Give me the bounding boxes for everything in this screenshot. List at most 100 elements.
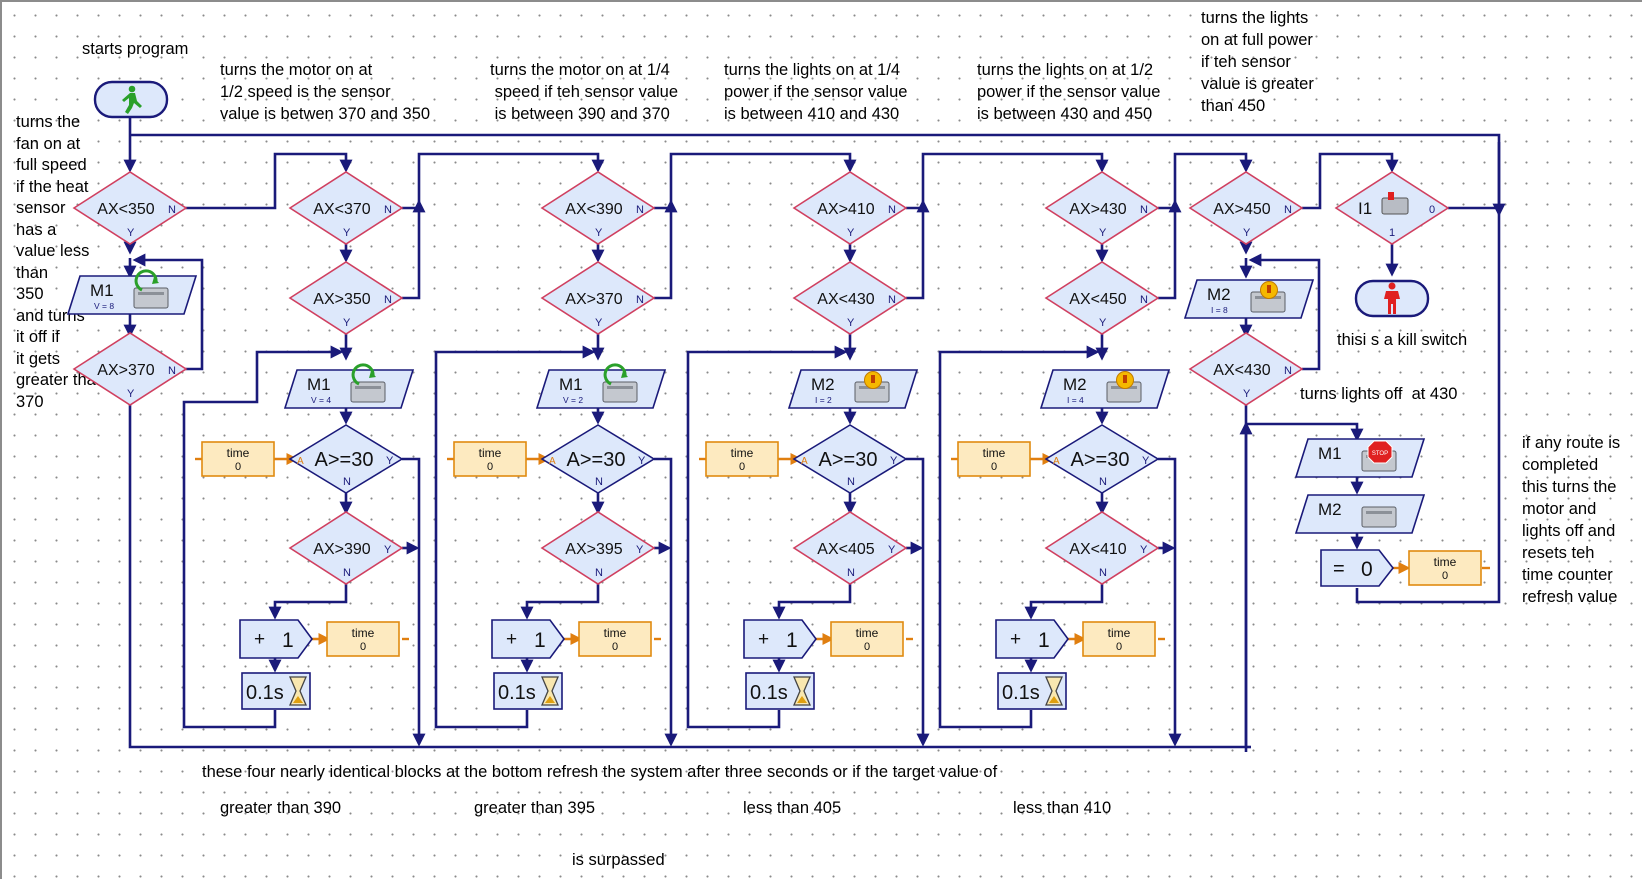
increment-op[interactable]: +1 [491,619,565,659]
decision-axlt430-label: AX<430 [1213,362,1270,379]
wait-block[interactable]: 0.1s [997,672,1067,710]
decision-axlt405-label: AX<405 [817,541,874,558]
decision-axgt370-label: AX>370 [97,362,154,379]
branch-label: N [847,567,855,579]
variable-value: 0 [991,461,997,473]
output-value: I = 8 [1211,305,1228,315]
output-m2-quarter[interactable]: M2I = 2 [787,369,919,409]
comment-greater-than-390: greater than 390 [220,799,342,817]
switch-icon [1361,506,1397,528]
branch-label: Y [638,455,646,467]
branch-label: Y [1243,388,1251,400]
branch-label: Y [343,317,351,329]
wait-duration: 0.1s [1002,682,1040,704]
op-value: 1 [1038,629,1050,652]
comment-motor-half: turns the motor on at 1/2 speed is the s… [220,61,431,123]
output-value: V = 4 [311,395,331,405]
variable-name: time [1108,626,1131,640]
variable-name: time [983,446,1006,460]
decision-axgt370-label: AX>370 [565,291,622,308]
wait-block[interactable]: 0.1s [745,672,815,710]
op-value: 1 [786,629,798,652]
branch-label: Y [1142,455,1150,467]
hourglass-icon [1045,676,1063,706]
wait-block[interactable]: 0.1s [493,672,563,710]
branch-label: N [847,476,855,488]
branch-label: N [384,204,392,216]
decision-axlt370-label: AX<370 [313,201,370,218]
decision-axgt350[interactable]: AX>350 N Y [288,261,404,335]
branch-label: 0 [1429,204,1435,216]
decision-axlt350-label: AX<350 [97,201,154,218]
decision-axgt390-label: AX>390 [313,541,370,558]
assign-op[interactable]: =0 [1320,549,1395,587]
hourglass-icon [541,676,559,706]
input-a-label: A [297,456,304,467]
wait-block[interactable]: 0.1s [241,672,311,710]
branch-label: N [1284,365,1292,377]
output-m1-fan[interactable]: M1V = 8 [66,269,198,315]
op-value: 1 [282,629,294,652]
branch-label: Y [127,388,135,400]
variable-name: time [227,446,250,460]
output-m1-half[interactable]: M1V = 4 [283,363,415,409]
increment-op[interactable]: +1 [239,619,313,659]
increment-op[interactable]: +1 [995,619,1069,659]
branch-label: Y [636,544,644,556]
wait-duration: 0.1s [498,682,536,704]
output-name: M2 [811,375,835,394]
decision-axlt430[interactable]: AX<430 N Y [1188,332,1304,406]
branch-label: Y [595,317,603,329]
branch-label: N [636,204,644,216]
comment-lights-quarter: turns the lights on at 1/4 power if the … [724,61,908,123]
output-m2-half[interactable]: M2I = 4 [1039,369,1171,409]
decision-axgt350-label: AX>350 [313,291,370,308]
increment-op[interactable]: +1 [743,619,817,659]
op-symbol: = [1333,558,1345,580]
branch-label: N [384,294,392,306]
output-value: I = 2 [815,395,832,405]
start-terminal[interactable] [93,80,169,119]
branch-label: N [343,476,351,488]
output-m2-off[interactable]: M2 [1294,494,1426,534]
comment-fan: turns the fan on at full speed if the he… [16,113,105,411]
branch-label: Y [595,227,603,239]
stop-terminal[interactable] [1354,279,1430,318]
op-value: 1 [534,629,546,652]
branch-label: N [1099,476,1107,488]
output-m2-full[interactable]: M2I = 8 [1183,279,1315,319]
output-m1-quarter[interactable]: M1V = 2 [535,363,667,409]
branch-label: N [343,567,351,579]
